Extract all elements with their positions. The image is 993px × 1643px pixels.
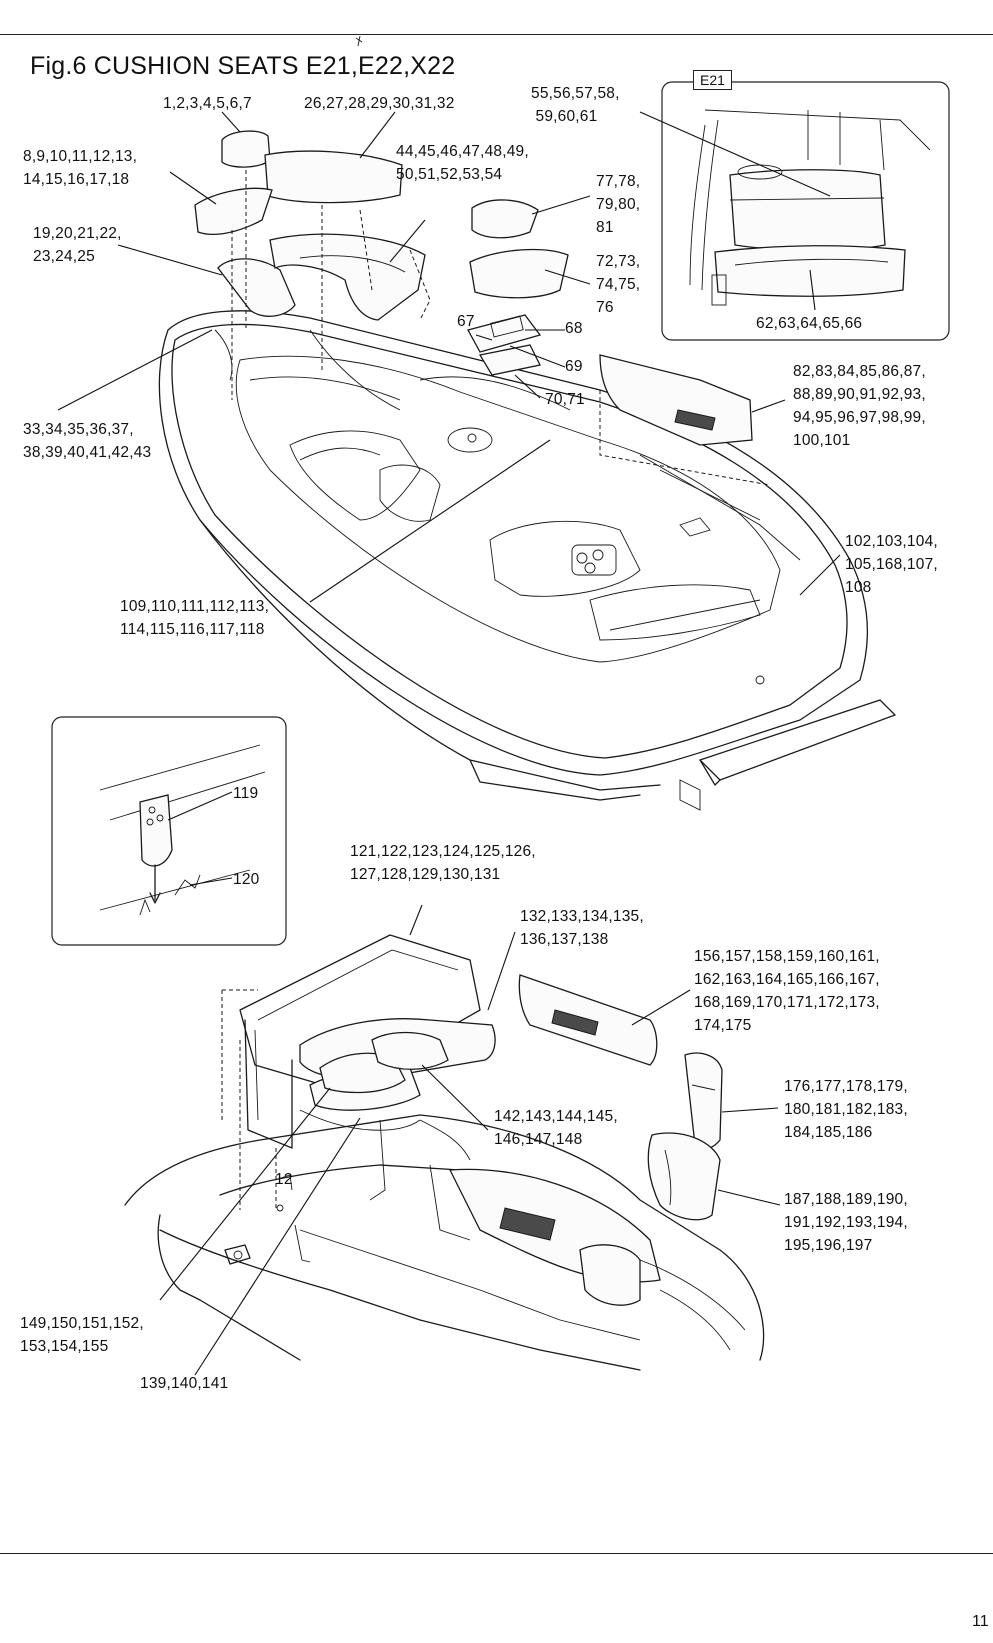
callout-c21: 132,133,134,135, 136,137,138: [520, 908, 644, 948]
callout-c28: 12: [275, 1171, 293, 1188]
boat-stern-lower: [124, 1114, 765, 1371]
inset-tag-e21: E21: [693, 70, 732, 90]
callout-c19: 120: [233, 871, 260, 888]
callout-c12: 69: [565, 358, 583, 375]
callout-c22: 156,157,158,159,160,161, 162,163,164,165…: [694, 948, 880, 1034]
upper-cushions: [194, 130, 771, 486]
callout-c14: 82,83,84,85,86,87, 88,89,90,91,92,93, 94…: [793, 363, 926, 449]
callout-c18: 119: [233, 785, 259, 802]
callout-c8: 72,73, 74,75, 76: [596, 253, 641, 316]
callout-c20: 121,122,123,124,125,126, 127,128,129,130…: [350, 843, 536, 883]
callout-c7: 19,20,21,22, 23,24,25: [33, 225, 122, 265]
boat-hull-upper: [158, 310, 896, 811]
callout-c10: 67: [457, 313, 475, 330]
top-rule: [0, 34, 993, 35]
callout-c3: 55,56,57,58, 59,60,61: [531, 85, 620, 125]
callout-c4: 8,9,10,11,12,13, 14,15,16,17,18: [23, 148, 138, 188]
lower-seat-assembly: [221, 934, 496, 1210]
callout-c23: 176,177,178,179, 180,181,182,183, 184,18…: [784, 1078, 908, 1141]
callout-c16: 102,103,104, 105,168,107, 108: [845, 533, 938, 596]
callout-c11: 68: [565, 320, 583, 337]
callout-c2: 26,27,28,29,30,31,32: [304, 95, 455, 112]
callout-c24: 142,143,144,145, 146,147,148: [494, 1108, 618, 1148]
callout-c27: 139,140,141: [140, 1375, 229, 1392]
callout-c9: 62,63,64,65,66: [756, 315, 863, 332]
callout-c25: 187,188,189,190, 191,192,193,194, 195,19…: [784, 1191, 908, 1254]
callout-c13: 70,71: [545, 391, 585, 408]
callout-c15: 33,34,35,36,37, 38,39,40,41,42,43: [23, 421, 152, 461]
callout-c6: 77,78, 79,80, 81: [596, 173, 641, 236]
figure-title: Fig.6 CUSHION SEATS E21,E22,X22: [30, 52, 456, 80]
callout-c17: 109,110,111,112,113, 114,115,116,117,118: [120, 598, 270, 638]
leader-lines: [57, 111, 841, 1376]
alignment-lines-upper: [231, 170, 431, 400]
e21-inset: [661, 81, 950, 341]
bottom-rule: [0, 1553, 993, 1554]
strap-inset: [51, 716, 287, 946]
lower-right-cushions: [518, 974, 723, 1221]
page-number: 11: [972, 1613, 989, 1630]
callout-c5: 44,45,46,47,48,49, 50,51,52,53,54: [396, 143, 529, 183]
callout-c1: 1,2,3,4,5,6,7: [163, 95, 252, 112]
callout-c26: 149,150,151,152, 153,154,155: [20, 1315, 144, 1355]
